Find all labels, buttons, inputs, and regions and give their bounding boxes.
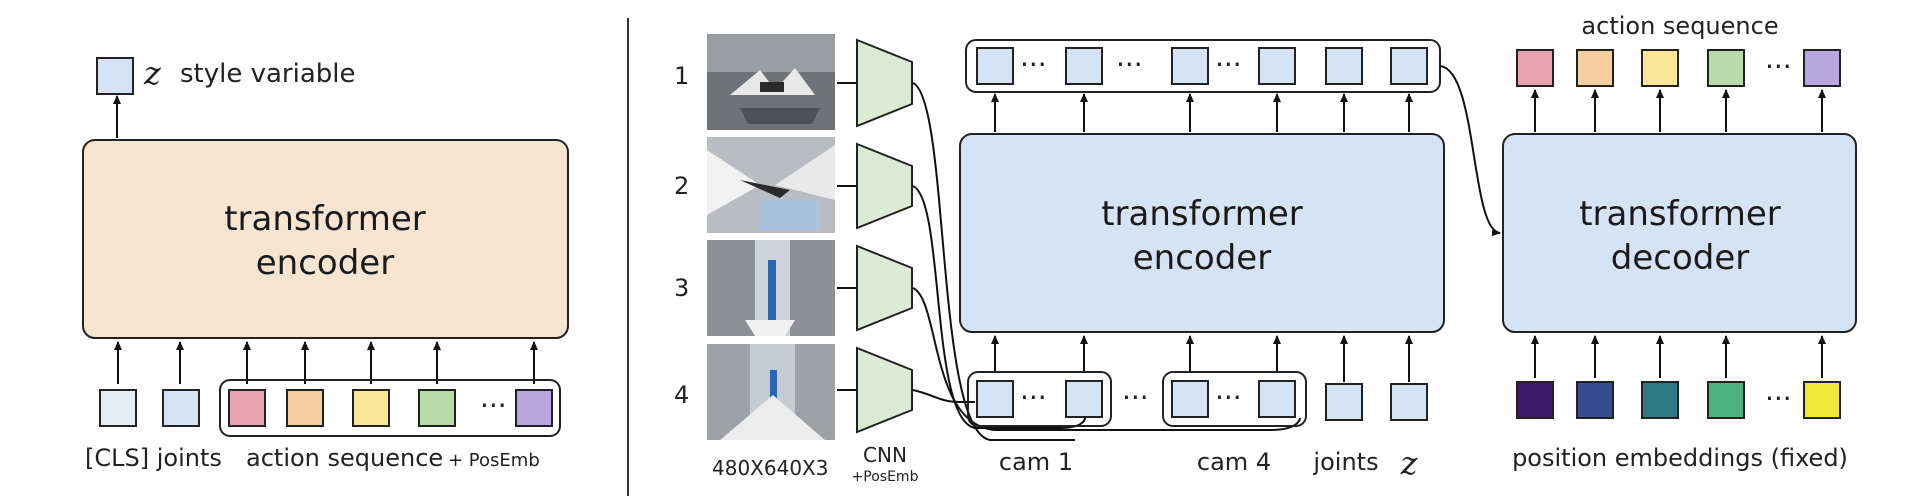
cam4-ellipsis: ··· (1215, 381, 1242, 414)
decoder-output-arrows (1531, 89, 1826, 132)
joints-token-right (1325, 383, 1363, 421)
transformer-decoder-block (1502, 133, 1857, 333)
joints-token (162, 389, 200, 427)
position-embedding-ellipsis: ··· (1765, 382, 1792, 415)
transformer-decoder-title-line2: decoder (1611, 238, 1749, 278)
cnn-posemb-label: +PosEmb (852, 469, 919, 485)
position-embedding-4 (1707, 381, 1745, 419)
between-cams-ellipsis: ··· (1122, 381, 1149, 414)
action-token-k (515, 389, 553, 427)
cvae-encoder-block (82, 139, 569, 339)
encoder-output-token-3 (1171, 47, 1209, 85)
predicted-action-token-2 (1576, 49, 1614, 87)
camera-number-4: 4 (674, 381, 689, 409)
camera-image-1 (707, 34, 835, 130)
predicted-action-token-1 (1516, 49, 1554, 87)
decoder-input-arrows (1531, 335, 1826, 378)
style-z-symbol: z (143, 54, 162, 92)
cam4-token-last (1258, 380, 1296, 418)
transformer-encoder-block (959, 133, 1445, 333)
cam1-token-group (967, 371, 1112, 427)
encoder-output-token-5 (1325, 47, 1363, 85)
cls-joints-label: [CLS] joints (85, 444, 222, 472)
cam4-token-first (1171, 380, 1209, 418)
cam1-ellipsis: ··· (1020, 381, 1047, 414)
cnn-backbone-4 (856, 346, 913, 434)
cnn-backbone-3 (856, 244, 913, 332)
camera-number-3: 3 (674, 274, 689, 302)
encoder-input-arrows (114, 341, 538, 384)
z-label-right: z (1400, 444, 1419, 482)
position-embedding-k (1803, 381, 1841, 419)
encoder-output-ellipsis-2: ··· (1116, 48, 1143, 81)
action-token-2 (286, 389, 324, 427)
cnn-label: CNN (863, 443, 907, 467)
cam1-token-last (1065, 380, 1103, 418)
cam4-label: cam 4 (1197, 448, 1271, 476)
camera-number-2: 2 (674, 172, 689, 200)
cam1-token-first (976, 380, 1014, 418)
cvae-encoder-title-line1: transformer (224, 199, 426, 239)
right-panel: 1 2 3 4 480X (674, 12, 1857, 485)
predicted-action-token-k (1803, 49, 1841, 87)
cnn-backbone-1 (856, 38, 913, 128)
position-embedding-2 (1576, 381, 1614, 419)
action-token-1 (228, 389, 266, 427)
style-variable-token (96, 57, 134, 95)
camera-image-3 (707, 240, 835, 336)
action-sequence-group (219, 379, 561, 437)
z-token (1390, 383, 1428, 421)
encoder-to-decoder-arrow (1439, 65, 1501, 237)
cvae-encoder-title-line2: encoder (256, 243, 394, 283)
cls-token (99, 389, 137, 427)
transformer-decoder-title-line1: transformer (1579, 194, 1781, 234)
position-embeddings-label: position embeddings (fixed) (1512, 444, 1848, 472)
camera-image-4 (707, 344, 835, 440)
encoder-output-token-2 (1065, 47, 1103, 85)
cam1-label: cam 1 (999, 448, 1073, 476)
encoder-output-ellipsis-3: ··· (1215, 48, 1242, 81)
transformer-encoder-title-line2: encoder (1133, 238, 1271, 278)
cam4-token-group (1162, 371, 1307, 427)
position-embedding-1 (1516, 381, 1554, 419)
transformer-encoder-input-arrows (991, 335, 1413, 382)
posemb-label: + PosEmb (448, 450, 540, 471)
action-ellipsis: ··· (480, 389, 507, 422)
transformer-encoder-output-arrows (991, 93, 1413, 132)
cnn-backbone-2 (856, 142, 913, 230)
camera-number-1: 1 (674, 62, 689, 90)
style-variable-label: style variable (180, 59, 356, 89)
encoder-output-token-6 (1390, 47, 1428, 85)
action-token-3 (352, 389, 390, 427)
encoder-output-token-1 (976, 47, 1014, 85)
predicted-action-ellipsis: ··· (1765, 50, 1792, 83)
left-panel: z style variable transformer encoder ···… (82, 54, 569, 472)
predicted-action-token-3 (1641, 49, 1679, 87)
image-to-cnn-connectors (837, 82, 856, 391)
position-embedding-3 (1641, 381, 1679, 419)
image-size-label: 480X640X3 (712, 456, 828, 480)
encoder-output-token-4 (1258, 47, 1296, 85)
left-action-sequence-label: action sequence (246, 444, 443, 472)
decoder-action-sequence-label: action sequence (1581, 12, 1778, 40)
predicted-action-token-4 (1707, 49, 1745, 87)
camera-image-2 (707, 137, 835, 233)
encoder-output-ellipsis-1: ··· (1020, 48, 1047, 81)
joints-label-right: joints (1312, 448, 1378, 476)
transformer-encoder-title-line1: transformer (1101, 194, 1303, 234)
cnn-output-curves (912, 82, 1301, 441)
action-token-4 (418, 389, 456, 427)
